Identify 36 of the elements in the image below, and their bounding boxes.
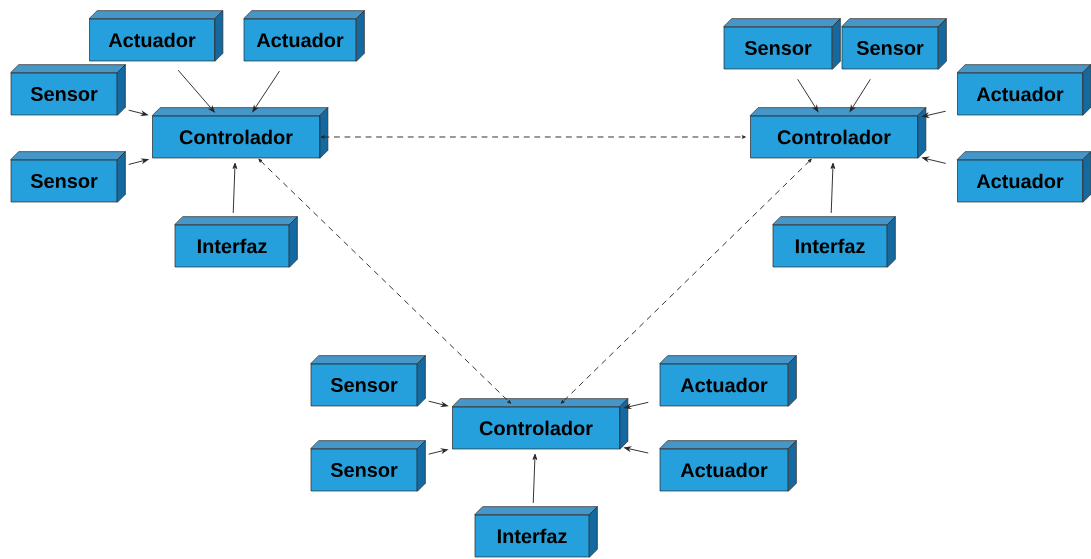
arrow bbox=[128, 109, 148, 116]
block-box: Controlador bbox=[451, 398, 629, 450]
block-box: Interfaz bbox=[772, 216, 896, 268]
arrow bbox=[128, 158, 149, 165]
block-box: Actuador bbox=[659, 355, 797, 407]
arrow bbox=[532, 453, 538, 504]
block-box: Sensor bbox=[841, 18, 947, 70]
block-box: Sensor bbox=[310, 440, 426, 492]
block-box: Sensor bbox=[310, 355, 426, 407]
arrow bbox=[922, 156, 947, 164]
block-box: Controlador bbox=[749, 107, 927, 159]
block-box: Sensor bbox=[10, 64, 126, 116]
arrow bbox=[830, 162, 836, 214]
dashed-link bbox=[258, 158, 512, 404]
arrow bbox=[428, 400, 448, 407]
block-box: Controlador bbox=[151, 107, 329, 159]
arrow bbox=[177, 69, 215, 113]
dashed-link bbox=[320, 135, 746, 139]
arrow bbox=[252, 70, 280, 112]
arrow bbox=[922, 110, 947, 118]
arrow bbox=[849, 78, 871, 112]
block-box: Actuador bbox=[659, 440, 797, 492]
arrow bbox=[797, 78, 819, 112]
block-box: Interfaz bbox=[174, 216, 298, 268]
block-box: Sensor bbox=[723, 18, 841, 70]
block-box: Actuador bbox=[243, 10, 365, 62]
arrow bbox=[232, 162, 238, 214]
arrow bbox=[624, 401, 649, 409]
block-box: Sensor bbox=[10, 151, 126, 203]
block-box: Actuador bbox=[88, 10, 224, 62]
block-box: Interfaz bbox=[474, 506, 598, 558]
dashed-link bbox=[560, 158, 812, 404]
block-box: Actuador bbox=[956, 64, 1091, 116]
arrow bbox=[428, 448, 448, 455]
block-box: Actuador bbox=[956, 151, 1091, 203]
arrow bbox=[624, 446, 649, 454]
